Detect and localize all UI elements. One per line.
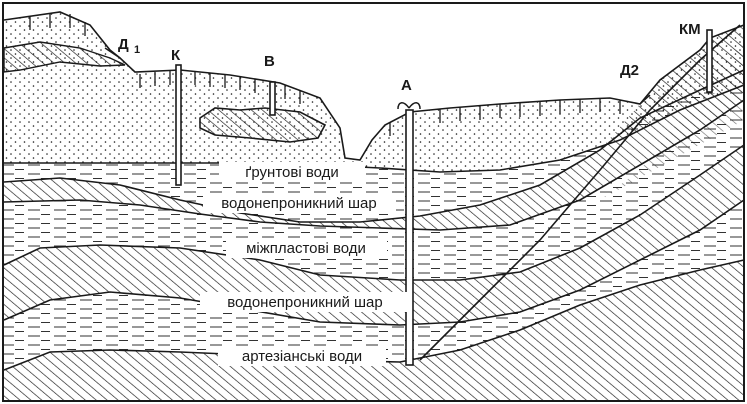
- wells: [175, 29, 713, 366]
- label-v: В: [264, 53, 275, 70]
- well-km: [706, 29, 713, 93]
- left-lens: [3, 41, 126, 73]
- groundwater-strip: [4, 85, 744, 222]
- well-a: [405, 109, 414, 366]
- clay-lens: [199, 107, 327, 143]
- label-d1: Д: [118, 36, 129, 53]
- label-d2: Д2: [620, 62, 639, 79]
- surface-ticks: [29, 14, 621, 136]
- layer-labels: ґрунтові води водонепроникний шар міжпла…: [200, 162, 410, 366]
- well-k: [175, 64, 182, 186]
- label-groundwater: ґрунтові води: [245, 164, 339, 181]
- sand-layer: [4, 12, 744, 172]
- bedrock-bottom: [4, 260, 744, 400]
- point-labels: Д 1 К В А Д2 КМ: [118, 21, 701, 94]
- label-d1-subscript: 1: [134, 44, 140, 56]
- label-interstratal: міжпластові води: [246, 240, 366, 257]
- aquitard-lower: [4, 145, 744, 325]
- label-aquitard-upper: водонепроникний шар: [221, 195, 377, 212]
- label-artesian: артезіанські води: [242, 348, 362, 365]
- label-km: КМ: [679, 21, 701, 38]
- label-k: К: [171, 47, 181, 64]
- aquitard-upper: [4, 70, 744, 230]
- label-a: А: [401, 77, 412, 94]
- label-aquitard-lower: водонепроникний шар: [227, 294, 383, 311]
- outflow-arrows: [397, 102, 421, 110]
- artesian-water: [4, 200, 744, 370]
- interstratal-water: [4, 100, 744, 280]
- spring-arrows: [104, 47, 651, 105]
- well-v: [269, 81, 276, 116]
